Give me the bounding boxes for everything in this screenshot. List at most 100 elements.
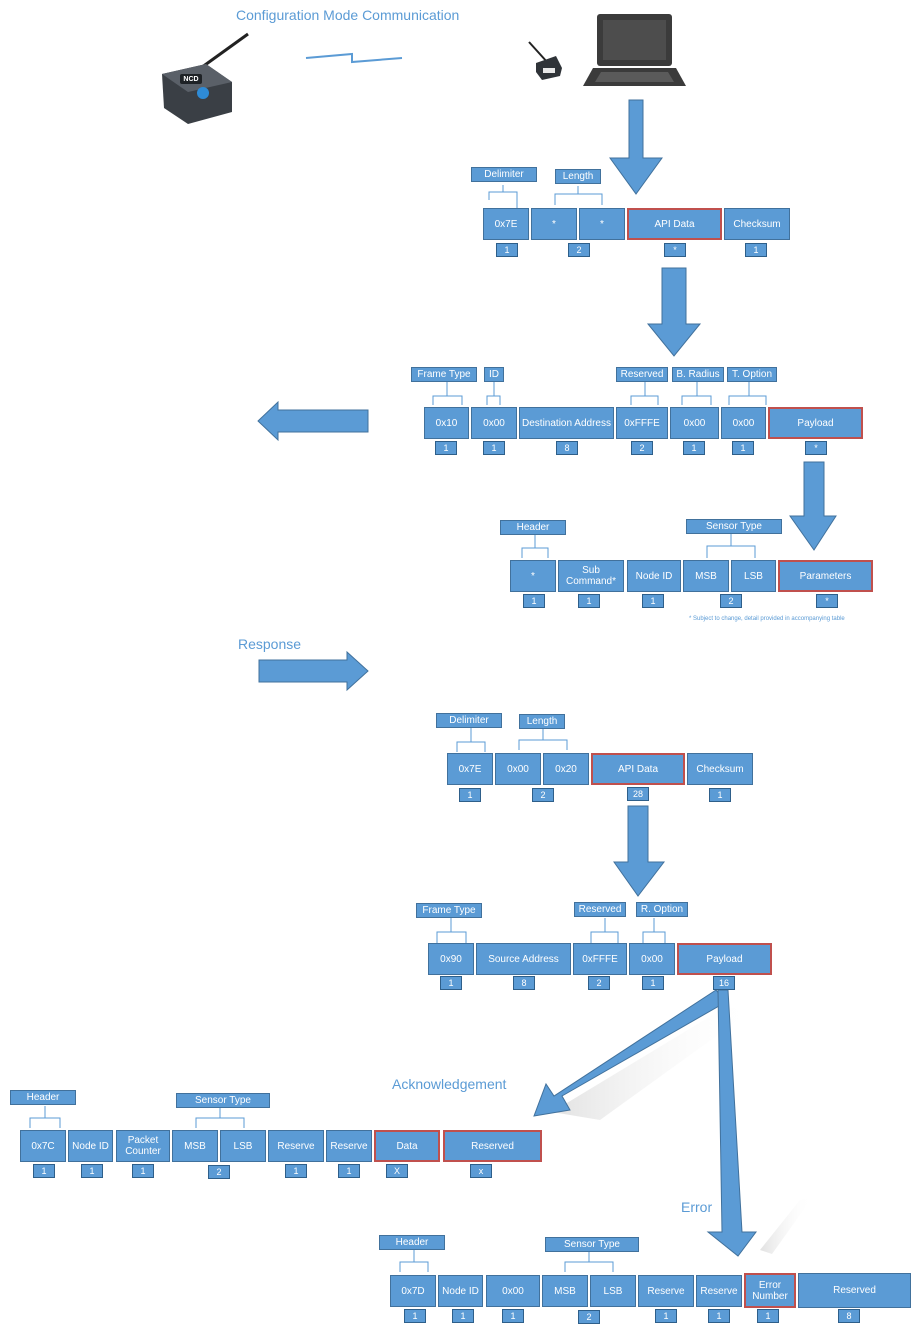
cell-err-header: 0x7D: [390, 1275, 436, 1307]
size-sensor-type: 2: [720, 594, 742, 608]
cell-payload: Payload: [768, 407, 863, 439]
cell-id: 0x00: [471, 407, 517, 439]
error-label: Error: [681, 1199, 713, 1215]
cell-err-reserve-1: Reserve: [638, 1275, 694, 1307]
size-source-address: 8: [513, 976, 535, 990]
size-err-reserved: 8: [838, 1309, 860, 1323]
cell-r-option: 0x00: [629, 943, 675, 975]
cell-checksum: Checksum: [724, 208, 790, 240]
cell-sub-command: Sub Command*: [558, 560, 624, 592]
tag-reserved: Reserved: [616, 367, 668, 382]
cell-node-id: Node ID: [627, 560, 681, 592]
size-node-id: 1: [642, 594, 664, 608]
cell-packet-counter: Packet Counter: [116, 1130, 170, 1162]
cell-rx-delimiter: 0x7E: [447, 753, 493, 785]
tag-rx-length: Length: [519, 714, 565, 729]
cell-rx-payload: Payload: [677, 943, 772, 975]
tag-sensor-type: Sensor Type: [686, 519, 782, 534]
cell-error-number: Error Number: [744, 1273, 796, 1308]
size-frame-type: 1: [435, 441, 457, 455]
cell-source-address: Source Address: [476, 943, 571, 975]
sensor-device-icon: [162, 32, 249, 124]
error-arrow-shadow: [760, 1198, 812, 1254]
tag-r-option: R. Option: [636, 902, 688, 917]
cell-err-reserved: Reserved: [798, 1273, 911, 1308]
cell-delimiter: 0x7E: [483, 208, 529, 240]
ack-label: Acknowledgement: [392, 1076, 507, 1092]
size-rx-reserved: 2: [588, 976, 610, 990]
response-label: Response: [238, 636, 302, 652]
gateway-device-icon: [528, 41, 562, 80]
size-length: 2: [568, 243, 590, 257]
size-b-radius: 1: [683, 441, 705, 455]
cell-frame-type: 0x10: [424, 407, 469, 439]
size-err-header: 1: [404, 1309, 426, 1323]
size-rx-delimiter: 1: [459, 788, 481, 802]
tag-ack-header: Header: [10, 1090, 76, 1105]
cell-ack-node-id: Node ID: [68, 1130, 113, 1162]
tag-length: Length: [555, 169, 601, 184]
cell-api-data: API Data: [627, 208, 722, 240]
size-err-reserve-2: 1: [708, 1309, 730, 1323]
size-reserved: 2: [631, 441, 653, 455]
cell-lsb: LSB: [731, 560, 776, 592]
cell-b-radius: 0x00: [670, 407, 719, 439]
diagram-title: Configuration Mode Communication: [236, 7, 460, 23]
footnote: * Subject to change, detail provided in …: [689, 616, 845, 622]
size-ack-sensor-type: 2: [208, 1165, 230, 1179]
cell-reserved: 0xFFFE: [616, 407, 668, 439]
size-rx-payload: 16: [713, 976, 735, 990]
size-r-option: 1: [642, 976, 664, 990]
size-err-sensor-type: 2: [578, 1310, 600, 1324]
size-ack-header: 1: [33, 1164, 55, 1178]
size-ack-reserve-1: 1: [285, 1164, 307, 1178]
cell-err-node-id: Node ID: [438, 1275, 483, 1307]
cell-err-lsb: LSB: [590, 1275, 636, 1307]
tag-id: ID: [484, 367, 504, 382]
right-arrow: [258, 650, 369, 692]
tag-delimiter: Delimiter: [471, 167, 537, 182]
down-arrow-2: [646, 267, 702, 357]
size-t-option: 1: [732, 441, 754, 455]
cell-rx-length-msb: 0x00: [495, 753, 541, 785]
size-header: 1: [523, 594, 545, 608]
size-sub-command: 1: [578, 594, 600, 608]
size-err-reserve-1: 1: [655, 1309, 677, 1323]
cell-ack-header: 0x7C: [20, 1130, 66, 1162]
tag-ack-sensor-type: Sensor Type: [176, 1093, 270, 1108]
cell-rx-api-data: API Data: [591, 753, 685, 785]
tag-header: Header: [500, 520, 566, 535]
size-ack-reserve-2: 1: [338, 1164, 360, 1178]
cell-rx-length-lsb: 0x20: [543, 753, 589, 785]
size-api-data: *: [664, 243, 686, 257]
cell-err-0x00: 0x00: [486, 1275, 540, 1307]
cell-header: *: [510, 560, 556, 592]
tag-rx-delimiter: Delimiter: [436, 713, 502, 728]
ack-arrow-shadow: [552, 1006, 758, 1120]
left-arrow: [257, 400, 369, 442]
tag-t-option: T. Option: [727, 367, 777, 382]
ack-arrow: [533, 989, 727, 1117]
size-err-0x00: 1: [502, 1309, 524, 1323]
cell-ack-msb: MSB: [172, 1130, 218, 1162]
size-delimiter: 1: [496, 243, 518, 257]
size-checksum: 1: [745, 243, 767, 257]
size-rx-length: 2: [532, 788, 554, 802]
cell-ack-reserved: Reserved: [443, 1130, 542, 1162]
tag-frame-type: Frame Type: [411, 367, 477, 382]
cell-rx-checksum: Checksum: [687, 753, 753, 785]
down-arrow-4: [613, 805, 666, 897]
device-logo: NCD: [183, 75, 199, 83]
size-ack-data: X: [386, 1164, 408, 1178]
tag-rx-reserved: Reserved: [574, 902, 626, 917]
cell-length-lsb: *: [579, 208, 625, 240]
cell-ack-lsb: LSB: [220, 1130, 266, 1162]
cell-ack-reserve-1: Reserve: [268, 1130, 324, 1162]
size-rx-api-data: 28: [627, 787, 649, 801]
tag-rx-frame-type: Frame Type: [416, 903, 482, 918]
cell-err-reserve-2: Reserve: [696, 1275, 742, 1307]
size-ack-node-id: 1: [81, 1164, 103, 1178]
cell-t-option: 0x00: [721, 407, 766, 439]
tag-err-sensor-type: Sensor Type: [545, 1237, 639, 1252]
